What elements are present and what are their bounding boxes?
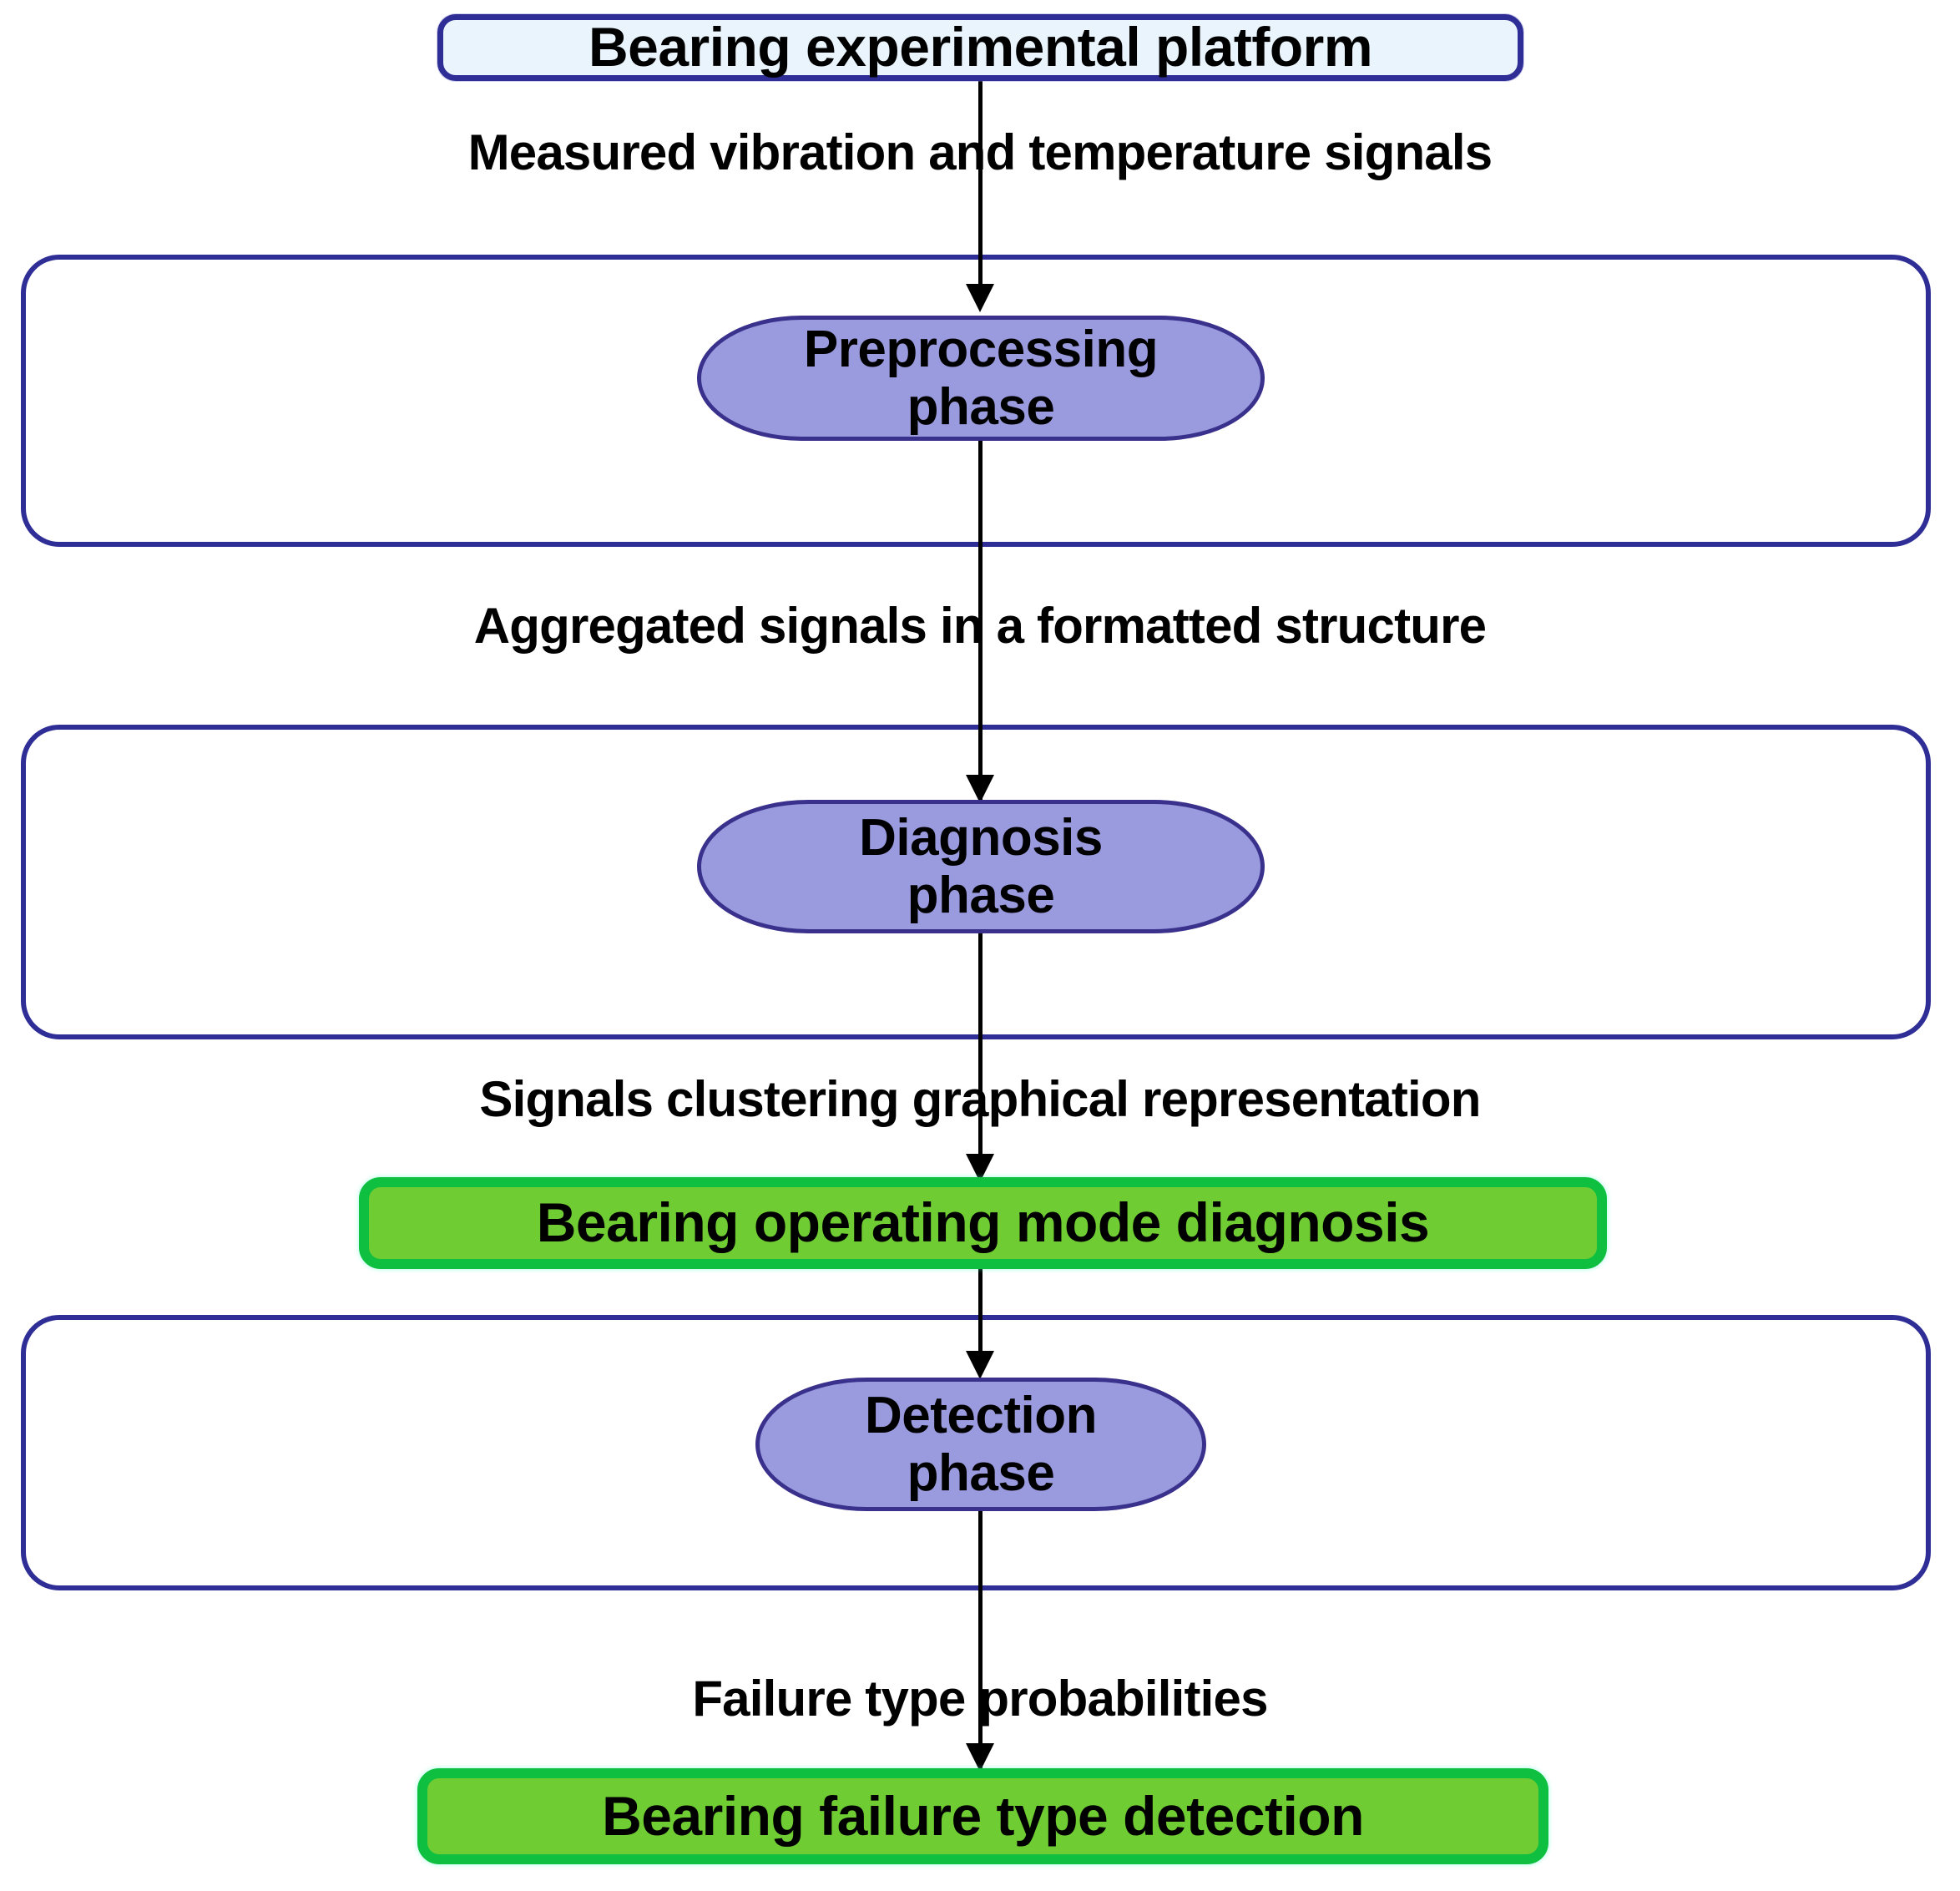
connector-preprocessing-to-diagnosis <box>978 441 983 800</box>
connector-diagnosis-to-mode-result <box>978 933 983 1182</box>
arrowhead-detection-to-failure-result <box>966 1743 994 1772</box>
node-bearing-failure-type-detection[interactable]: Bearing failure type detection <box>417 1768 1548 1864</box>
container-detection-group <box>21 1315 1931 1590</box>
node-bearing-experimental-platform[interactable]: Bearing experimental platform <box>437 14 1523 81</box>
connector-source-to-preprocessing <box>978 81 983 307</box>
connector-detection-to-failure-result <box>978 1511 983 1770</box>
edge-label-measured-signals: Measured vibration and temperature signa… <box>467 124 1493 180</box>
connector-mode-result-to-detection <box>978 1269 983 1373</box>
edge-label-aggregated-signals: Aggregated signals in a formatted struct… <box>473 598 1487 654</box>
arrowhead-source-to-preprocessing <box>966 284 994 312</box>
node-diagnosis-phase[interactable]: Diagnosis phase <box>697 800 1265 933</box>
container-preprocessing-group <box>21 255 1931 547</box>
edge-label-signals-clustering: Signals clustering graphical representat… <box>479 1071 1481 1127</box>
arrowhead-preprocessing-to-diagnosis <box>966 775 994 803</box>
arrowhead-mode-result-to-detection <box>966 1351 994 1379</box>
node-preprocessing-phase[interactable]: Preprocessing phase <box>697 316 1265 441</box>
edge-label-failure-type-probabilities: Failure type probabilities <box>692 1671 1268 1727</box>
container-diagnosis-group <box>21 725 1931 1039</box>
node-detection-phase[interactable]: Detection phase <box>755 1378 1206 1511</box>
node-bearing-operating-mode-diagnosis[interactable]: Bearing operating mode diagnosis <box>359 1177 1607 1269</box>
